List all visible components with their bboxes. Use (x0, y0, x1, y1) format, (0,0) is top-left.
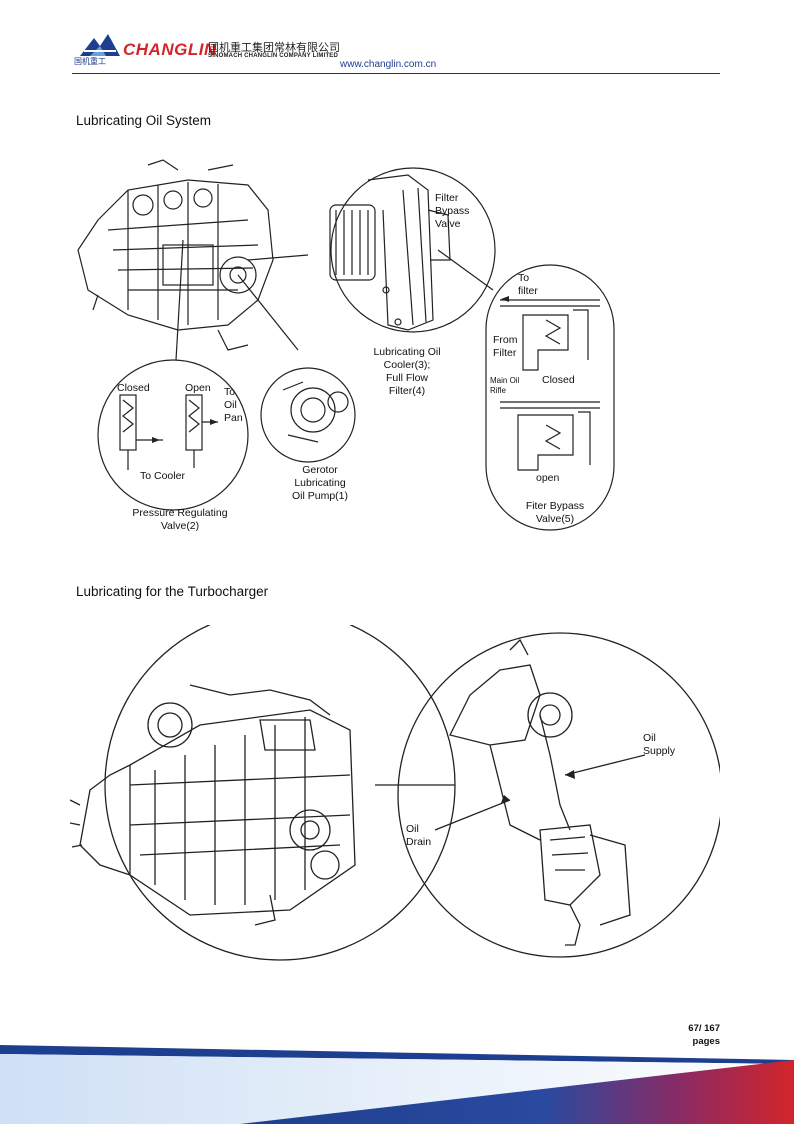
arrow-icon (210, 419, 218, 425)
brand-name: CHANGLIN (123, 40, 217, 59)
company-name-cn: 国机重工集团常林有限公司 (208, 41, 340, 54)
label-to-cooler: To Cooler (140, 470, 185, 482)
lubricating-oil-system-diagram (77, 159, 615, 531)
bypass-valve-callout-oval (485, 264, 615, 531)
arrow-icon (501, 296, 509, 302)
section-title-lubricating-oil-system: Lubricating Oil System (76, 113, 212, 128)
bypass-valve-open-illustration (500, 401, 600, 471)
turbocharger-lubrication-diagram (70, 625, 720, 961)
arrow-icon (565, 770, 575, 779)
company-logo-mark (80, 34, 120, 56)
label-to-oil-pan: To Oil Pan (224, 386, 243, 424)
label-closed-bypass: Closed (542, 374, 575, 386)
label-to-filter: To filter (518, 272, 538, 297)
pressure-valve-callout-circle (97, 359, 249, 511)
pressure-valve-illustration (119, 394, 218, 470)
label-from-filter: From Filter (493, 334, 518, 359)
oil-supply-pointer (564, 754, 646, 776)
turbocharger-callout-circle (397, 632, 720, 958)
logo-caption-cn: 国机重工 (74, 57, 106, 66)
leader-line (437, 249, 494, 291)
leader-line (237, 274, 299, 351)
company-name-en: SINOMACH CHANGLIN COMPANY LIMITED (208, 53, 339, 59)
section-title-turbocharger: Lubricating for the Turbocharger (76, 584, 269, 599)
header-divider (72, 73, 720, 74)
filter-callout-circle (330, 167, 496, 333)
engine-callout-circle (104, 625, 456, 961)
leader-line (175, 239, 184, 361)
label-oil-drain: Oil Drain (406, 823, 432, 848)
label-main-oil-rifle: Main Oil Rifle (490, 376, 520, 395)
label-open-pressure: Open (185, 382, 211, 394)
label-filter-bypass-valve: Filter Bypass Valve (435, 192, 470, 230)
gerotor-pump-callout-circle (260, 367, 356, 463)
arrow-icon (501, 795, 510, 803)
oil-drain-pointer (434, 799, 511, 831)
label-pressure-regulating-valve: Pressure Regulating Valve(2) (132, 507, 228, 532)
arrow-icon (152, 437, 160, 443)
label-oil-supply: Oil Supply (643, 732, 676, 757)
gerotor-pump-illustration (282, 381, 349, 443)
bypass-valve-closed-illustration (500, 299, 600, 371)
leader-line (247, 254, 309, 261)
company-url-link[interactable]: www.changlin.com.cn (340, 59, 437, 70)
label-open-bypass: open (536, 472, 560, 484)
footer-decorative-band (0, 1045, 794, 1124)
turbocharger-illustration (449, 638, 631, 946)
filter-illustration (329, 174, 451, 331)
label-gerotor-pump: Gerotor Lubricating Oil Pump(1) (291, 464, 348, 502)
label-filter-bypass-valve-5: Fiter Bypass Valve(5) (525, 500, 585, 525)
label-oil-cooler-filter: Lubricating Oil Cooler(3); Full Flow Fil… (373, 346, 441, 397)
page-number: 67/ 167 pages (688, 1023, 720, 1047)
engine-illustration (70, 684, 356, 926)
label-closed-pressure: Closed (117, 382, 150, 394)
engine-illustration (77, 159, 274, 351)
